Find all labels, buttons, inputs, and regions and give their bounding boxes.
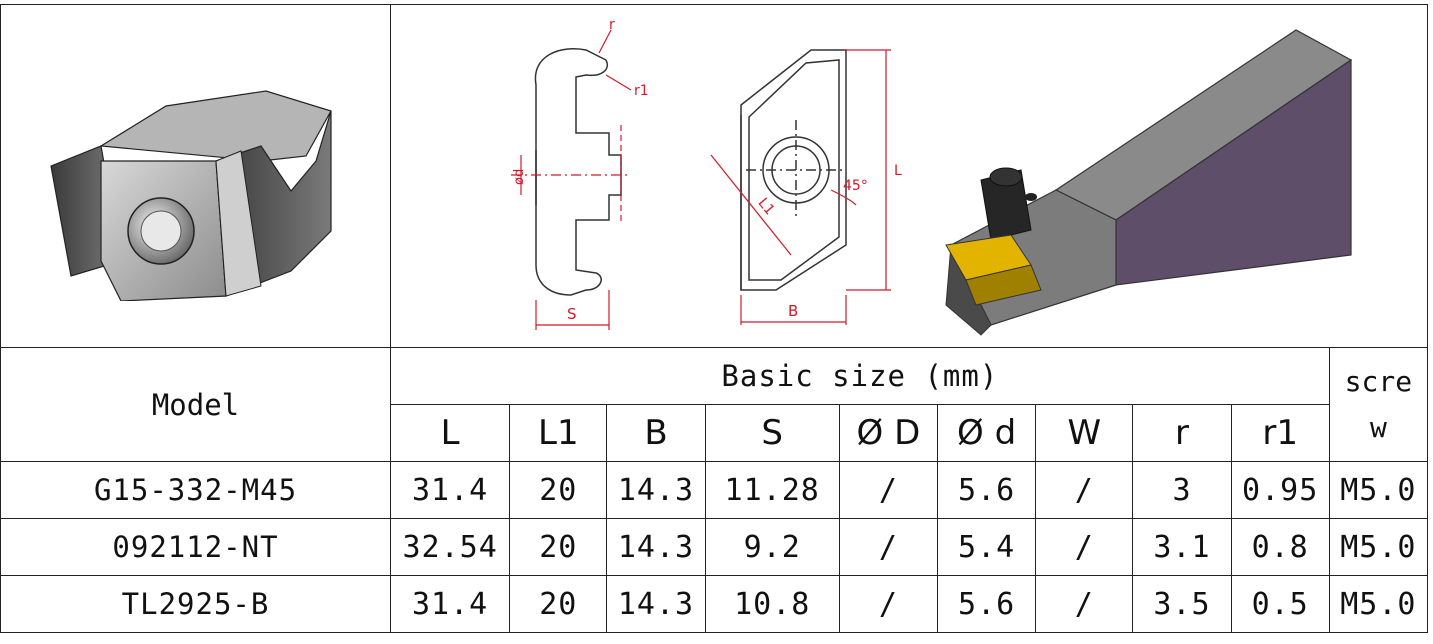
value-r1: 0.8 xyxy=(1230,518,1330,576)
value-L: 31.4 xyxy=(389,461,511,519)
value-B: 14.3 xyxy=(606,575,706,633)
spec-sheet: r r1 ød S xyxy=(0,4,1429,644)
column-header-r1: r1 xyxy=(1230,404,1330,462)
value-B: 14.3 xyxy=(606,518,706,576)
insert-photo-cell xyxy=(0,4,391,348)
column-header-W: W xyxy=(1035,404,1134,462)
value-phi-D: / xyxy=(838,461,939,519)
value-r: 3.5 xyxy=(1132,575,1232,633)
column-header-L1: L1 xyxy=(509,404,608,462)
value-L1: 20 xyxy=(509,461,608,519)
value-phi-d: 5.4 xyxy=(937,518,1037,576)
column-header-S: S xyxy=(704,404,840,462)
value-phi-D: / xyxy=(838,575,939,633)
value-S: 10.8 xyxy=(704,575,840,633)
table-row: 092112-NT 32.54 20 14.3 9.2 / 5.4 / 3.1 … xyxy=(0,518,1429,576)
model-cell: 092112-NT xyxy=(0,518,391,576)
column-header-phi-d: Ø d xyxy=(937,404,1037,462)
side-profile-view xyxy=(534,48,622,296)
model-cell: G15-332-M45 xyxy=(0,461,391,519)
table-row: G15-332-M45 31.4 20 14.3 11.28 / 5.6 / 3… xyxy=(0,461,1429,519)
screw-header-line2: w xyxy=(1369,410,1387,444)
label-L: L xyxy=(894,163,902,179)
column-header-L: L xyxy=(389,404,511,462)
label-phi-d: ød xyxy=(512,169,527,185)
value-B: 14.3 xyxy=(606,461,706,519)
table-row: TL2925-B 31.4 20 14.3 10.8 / 5.6 / 3.5 0… xyxy=(0,575,1429,633)
label-r1: r1 xyxy=(634,83,649,99)
value-L1: 20 xyxy=(509,518,608,576)
technical-drawing-cell: r r1 ød S xyxy=(390,4,1428,348)
label-B: B xyxy=(788,302,798,320)
model-cell: TL2925-B xyxy=(0,575,391,633)
column-header-B: B xyxy=(606,404,706,462)
tool-holder-render xyxy=(945,29,1353,336)
column-header-r: r xyxy=(1132,404,1232,462)
model-column-header: Model xyxy=(0,347,391,462)
value-S: 9.2 xyxy=(704,518,840,576)
spec-table: r r1 ød S xyxy=(0,4,1429,633)
technical-drawing: r r1 ød S xyxy=(511,17,1353,336)
label-S: S xyxy=(567,305,577,323)
value-r: 3 xyxy=(1132,461,1232,519)
value-W: / xyxy=(1035,518,1134,576)
value-W: / xyxy=(1035,461,1134,519)
value-phi-D: / xyxy=(838,518,939,576)
value-L1: 20 xyxy=(509,575,608,633)
screw-column-header: scre w xyxy=(1328,347,1429,462)
front-view xyxy=(740,49,847,291)
label-angle: 45° xyxy=(843,178,868,194)
value-screw: M5.0 xyxy=(1328,518,1429,576)
value-r1: 0.5 xyxy=(1230,575,1330,633)
basic-size-header: Basic size (mm) xyxy=(390,347,1330,405)
value-screw: M5.0 xyxy=(1328,575,1429,633)
column-header-phi-D: Ø D xyxy=(838,404,939,462)
value-W: / xyxy=(1035,575,1134,633)
value-L: 31.4 xyxy=(389,575,511,633)
label-r: r xyxy=(609,17,615,33)
insert-3d-render xyxy=(49,90,332,301)
screw-header-line1: scre xyxy=(1344,364,1413,398)
value-r: 3.1 xyxy=(1132,518,1232,576)
value-phi-d: 5.6 xyxy=(937,575,1037,633)
value-r1: 0.95 xyxy=(1230,461,1330,519)
value-screw: M5.0 xyxy=(1328,461,1429,519)
value-phi-d: 5.6 xyxy=(937,461,1037,519)
value-L: 32.54 xyxy=(389,518,511,576)
value-S: 11.28 xyxy=(704,461,840,519)
